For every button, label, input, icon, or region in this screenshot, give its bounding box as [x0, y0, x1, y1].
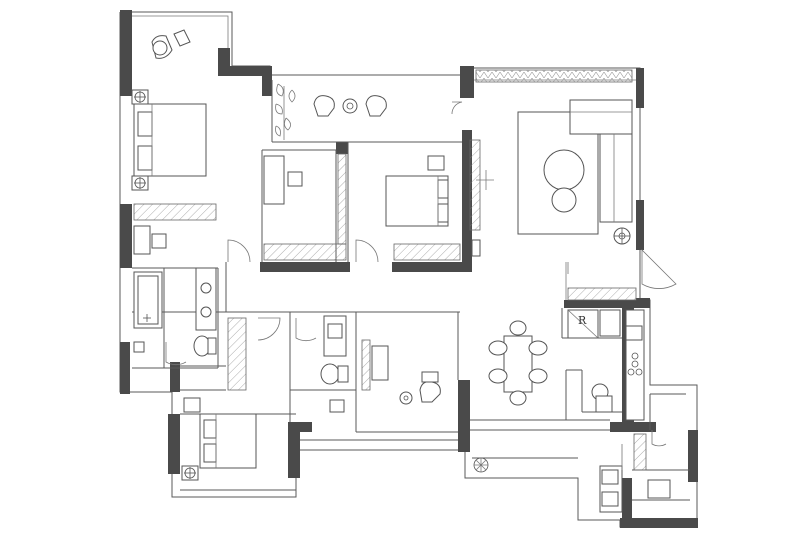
double-bed: [133, 103, 207, 177]
service-shelf: [633, 433, 647, 471]
lounge-chair-right: [365, 95, 387, 117]
tea-room-side-table: [399, 391, 413, 405]
master-bedroom-door: [227, 239, 251, 263]
desk-chair: [151, 233, 167, 249]
wardrobe: [133, 203, 217, 221]
desk: [133, 225, 151, 255]
service-sink: [601, 469, 619, 485]
floor-drain-center: [329, 399, 345, 413]
lounge-door: [451, 101, 463, 115]
second-bedroom: [355, 139, 494, 263]
kitchen-sink: [625, 325, 643, 341]
lounge-chair-left: [313, 95, 335, 117]
nightstand-third-top: [183, 397, 201, 413]
living-room: [475, 69, 677, 289]
tea-room-desk: [371, 345, 389, 381]
study-desk: [263, 155, 285, 205]
third-bedroom-door: [257, 317, 281, 341]
tea-room-armchair: [419, 381, 441, 403]
floor-drain-left: [133, 341, 145, 353]
balcony-paving: [475, 69, 633, 83]
toilet-center: [320, 363, 340, 385]
bathroom-center: [295, 315, 349, 413]
armchair-pair: [151, 29, 191, 59]
basin-left-2: [200, 306, 212, 318]
bottom-balcony: [473, 457, 489, 473]
floor-lamp: [613, 227, 631, 245]
study-chair: [287, 171, 303, 187]
master-bedroom: [131, 29, 251, 263]
bathroom-left-door: [165, 342, 187, 366]
service-desk: [647, 479, 671, 499]
plant: [275, 83, 296, 140]
basin-left-1: [200, 282, 212, 294]
nightstand-lamp-top: [131, 89, 149, 105]
coffee-table-small: [551, 187, 577, 213]
tea-room-shelf: [361, 339, 371, 391]
entry-door: [641, 249, 677, 289]
partition-shelf: [469, 139, 481, 231]
kitchen-sink-top: [599, 309, 621, 337]
kitchen-counter-top: [567, 287, 637, 301]
dining-table: [503, 335, 533, 393]
third-bedroom: [181, 317, 281, 481]
study-room: [263, 153, 347, 261]
bath-tap: [143, 314, 151, 322]
stove-burners: [627, 352, 643, 376]
plant-bottom: [473, 457, 489, 473]
nightstand-second: [427, 155, 445, 171]
tea-room-ottoman: [421, 371, 439, 383]
kitchen-tap: [595, 395, 613, 413]
refrigerator-label: R: [578, 314, 587, 327]
dining-area: [488, 320, 548, 406]
dining-chairs: [488, 320, 548, 406]
study-wardrobe: [263, 243, 347, 261]
second-bedroom-door: [355, 239, 379, 263]
tea-room: [361, 339, 441, 405]
study-shelf: [337, 153, 347, 245]
bathroom-center-door: [295, 318, 317, 342]
kitchen: R: [565, 262, 645, 421]
service-door: [651, 430, 667, 447]
side-table: [342, 98, 358, 114]
bathroom-left: [133, 267, 217, 366]
nightstand-third-lamp: [181, 465, 199, 481]
interior-walls: [132, 141, 690, 501]
wardrobe-second: [393, 243, 461, 261]
nightstand-lamp-bottom: [131, 175, 149, 191]
vanity-left: [195, 267, 217, 331]
service-room: [599, 430, 671, 513]
sofa: [569, 99, 633, 223]
coffee-table-large: [543, 149, 585, 191]
corridor-shelf: [227, 317, 247, 391]
lounge-area: [271, 80, 463, 142]
